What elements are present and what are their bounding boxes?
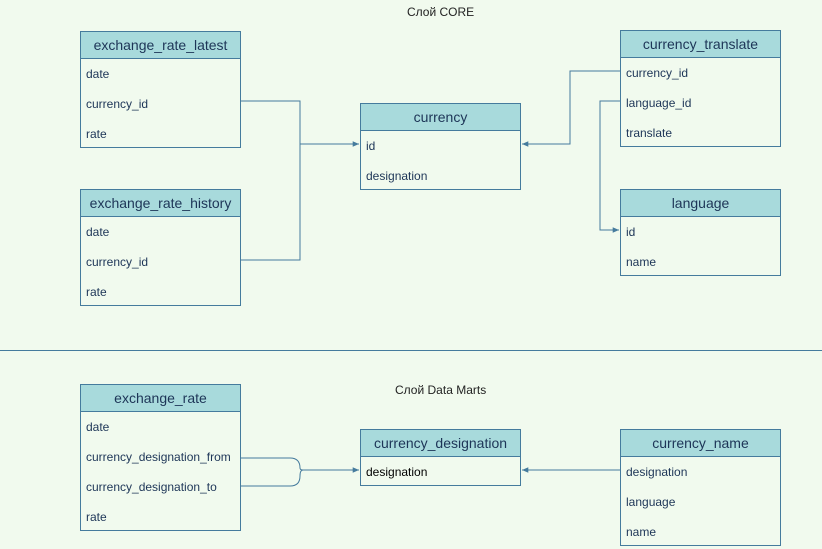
- entity-exchange-rate-latest[interactable]: exchange_rate_latest date currency_id ra…: [80, 31, 241, 148]
- field-rate[interactable]: rate: [86, 510, 107, 524]
- entity-title[interactable]: currency_designation: [361, 430, 520, 457]
- field-designation[interactable]: designation: [366, 465, 428, 479]
- link-to-to-designation: [241, 469, 304, 487]
- marts-layer-title: Слой Data Marts: [395, 383, 487, 397]
- entity-currency-translate[interactable]: currency_translate currency_id language_…: [620, 30, 781, 147]
- field-currency-id[interactable]: currency_id: [626, 66, 689, 80]
- entity-title[interactable]: language: [621, 190, 780, 217]
- entity-exchange-rate[interactable]: exchange_rate date currency_designation_…: [80, 384, 241, 531]
- field-language[interactable]: language: [626, 495, 676, 509]
- field-designation[interactable]: designation: [366, 169, 428, 183]
- entity-exchange-rate-history[interactable]: exchange_rate_history date currency_id r…: [80, 189, 241, 306]
- field-name[interactable]: name: [626, 525, 657, 539]
- field-name[interactable]: name: [626, 255, 657, 269]
- link-latest-to-currency: [241, 100, 359, 147]
- field-translate[interactable]: translate: [626, 126, 673, 140]
- entity-title[interactable]: currency_translate: [621, 31, 780, 58]
- field-designation[interactable]: designation: [626, 465, 688, 479]
- core-layer-title: Слой CORE: [407, 5, 475, 19]
- entity-title[interactable]: currency_name: [621, 430, 780, 457]
- field-currency-designation-from[interactable]: currency_designation_from: [86, 450, 231, 464]
- entity-title[interactable]: exchange_rate_history: [81, 190, 240, 217]
- field-date[interactable]: date: [86, 420, 110, 434]
- entity-title[interactable]: currency: [361, 104, 520, 131]
- field-rate[interactable]: rate: [86, 127, 107, 141]
- field-id[interactable]: id: [366, 139, 376, 153]
- layer-divider: [0, 350, 822, 351]
- entity-currency-designation[interactable]: currency_designation designation: [360, 429, 521, 486]
- entity-title[interactable]: exchange_rate: [81, 385, 240, 412]
- link-from-to-designation: [241, 457, 304, 471]
- field-currency-id[interactable]: currency_id: [86, 255, 149, 269]
- link-history-to-currency: [241, 144, 301, 261]
- field-currency-designation-to[interactable]: currency_designation_to: [86, 480, 217, 494]
- link-translate-to-language: [599, 100, 620, 233]
- field-date[interactable]: date: [86, 67, 110, 81]
- link-translate-to-currency: [522, 70, 620, 147]
- entity-currency[interactable]: currency id designation: [360, 103, 521, 190]
- field-rate[interactable]: rate: [86, 285, 107, 299]
- field-language-id[interactable]: language_id: [626, 96, 692, 110]
- entity-currency-name[interactable]: currency_name designation language name: [620, 429, 781, 546]
- entity-title[interactable]: exchange_rate_latest: [81, 32, 240, 59]
- entity-language[interactable]: language id name: [620, 189, 781, 276]
- field-currency-id[interactable]: currency_id: [86, 97, 149, 111]
- field-id[interactable]: id: [626, 225, 636, 239]
- field-date[interactable]: date: [86, 225, 110, 239]
